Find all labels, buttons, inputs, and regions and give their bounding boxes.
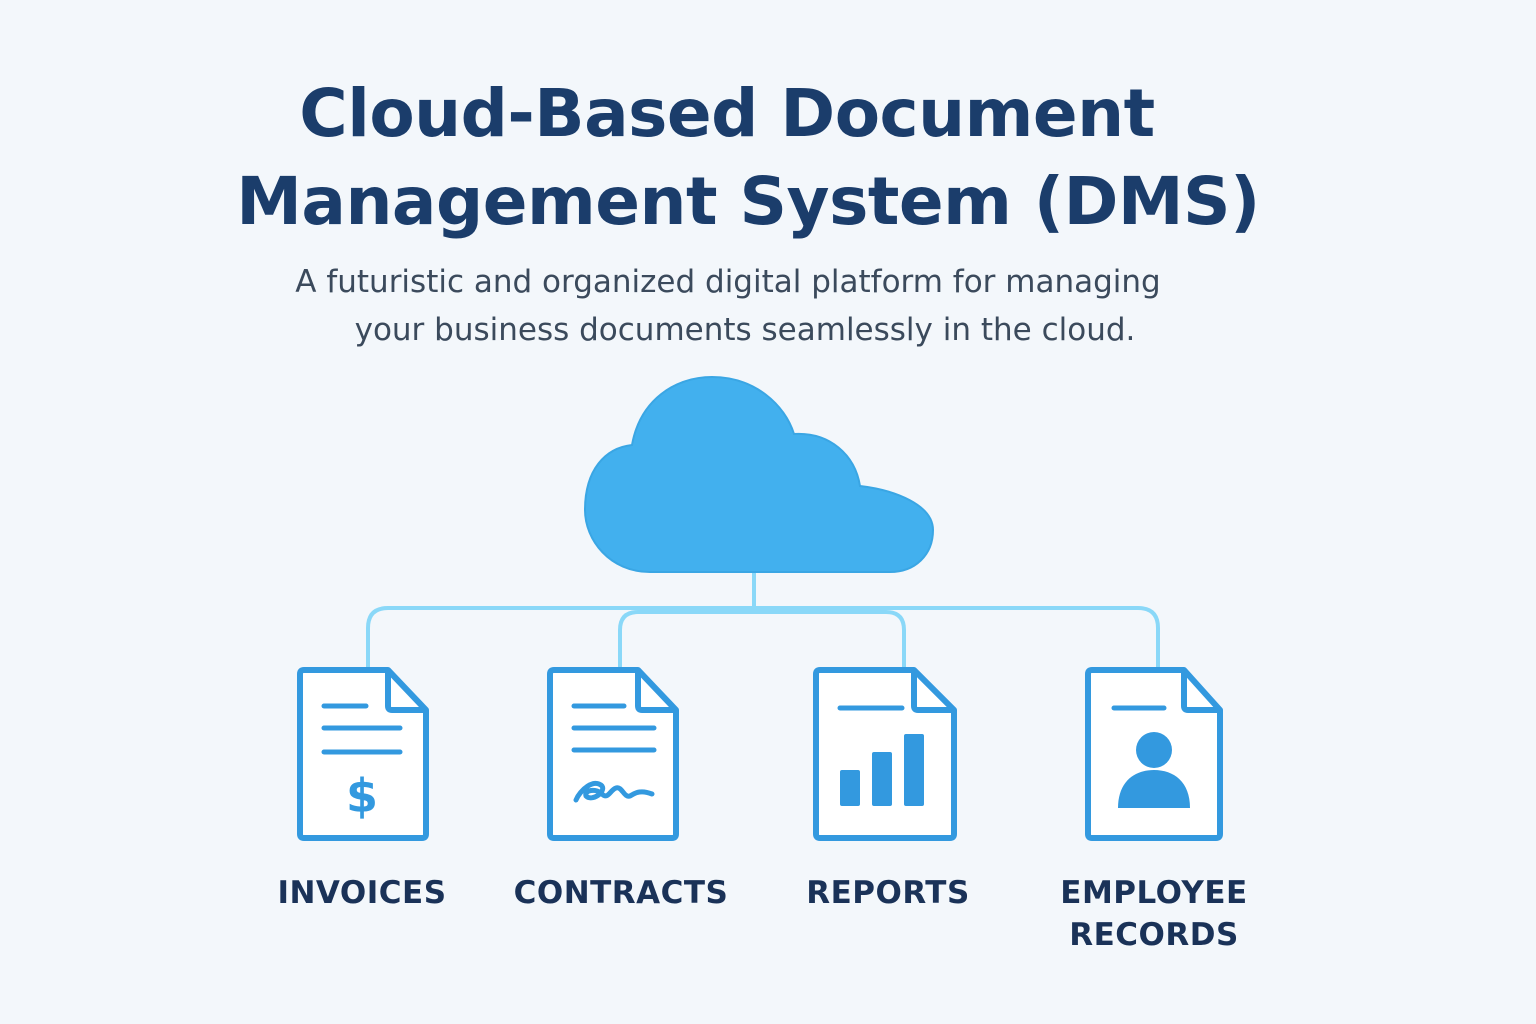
contract-document-icon [547,667,679,841]
person-icon [1118,732,1190,808]
page-title: Cloud-Based Document Management System (… [0,70,1496,246]
category-label-reports: REPORTS [806,875,970,911]
category-label-records: RECORDS [1069,917,1239,953]
cloud-icon [583,375,935,573]
subtitle-line-2: your business documents seamlessly in th… [354,312,1136,348]
bar-chart-icon [840,734,924,806]
subtitle: A futuristic and organized digital platf… [0,258,1456,354]
category-label-contracts: CONTRACTS [513,875,729,911]
svg-text:$: $ [346,769,378,823]
title-line-2: Management System (DMS) [236,163,1260,240]
employee-record-document-icon [1085,667,1223,841]
category-label-employee-records: EMPLOYEE RECORDS [1044,872,1264,956]
category-label-invoices: INVOICES [277,875,447,911]
connector-lines [366,572,1160,668]
signature-icon [573,780,655,803]
title-line-1: Cloud-Based Document [299,75,1155,152]
category-label-employee: EMPLOYEE [1060,875,1248,911]
report-document-icon [813,667,957,841]
subtitle-line-1: A futuristic and organized digital platf… [295,264,1161,300]
invoice-document-icon: $ [297,667,429,841]
